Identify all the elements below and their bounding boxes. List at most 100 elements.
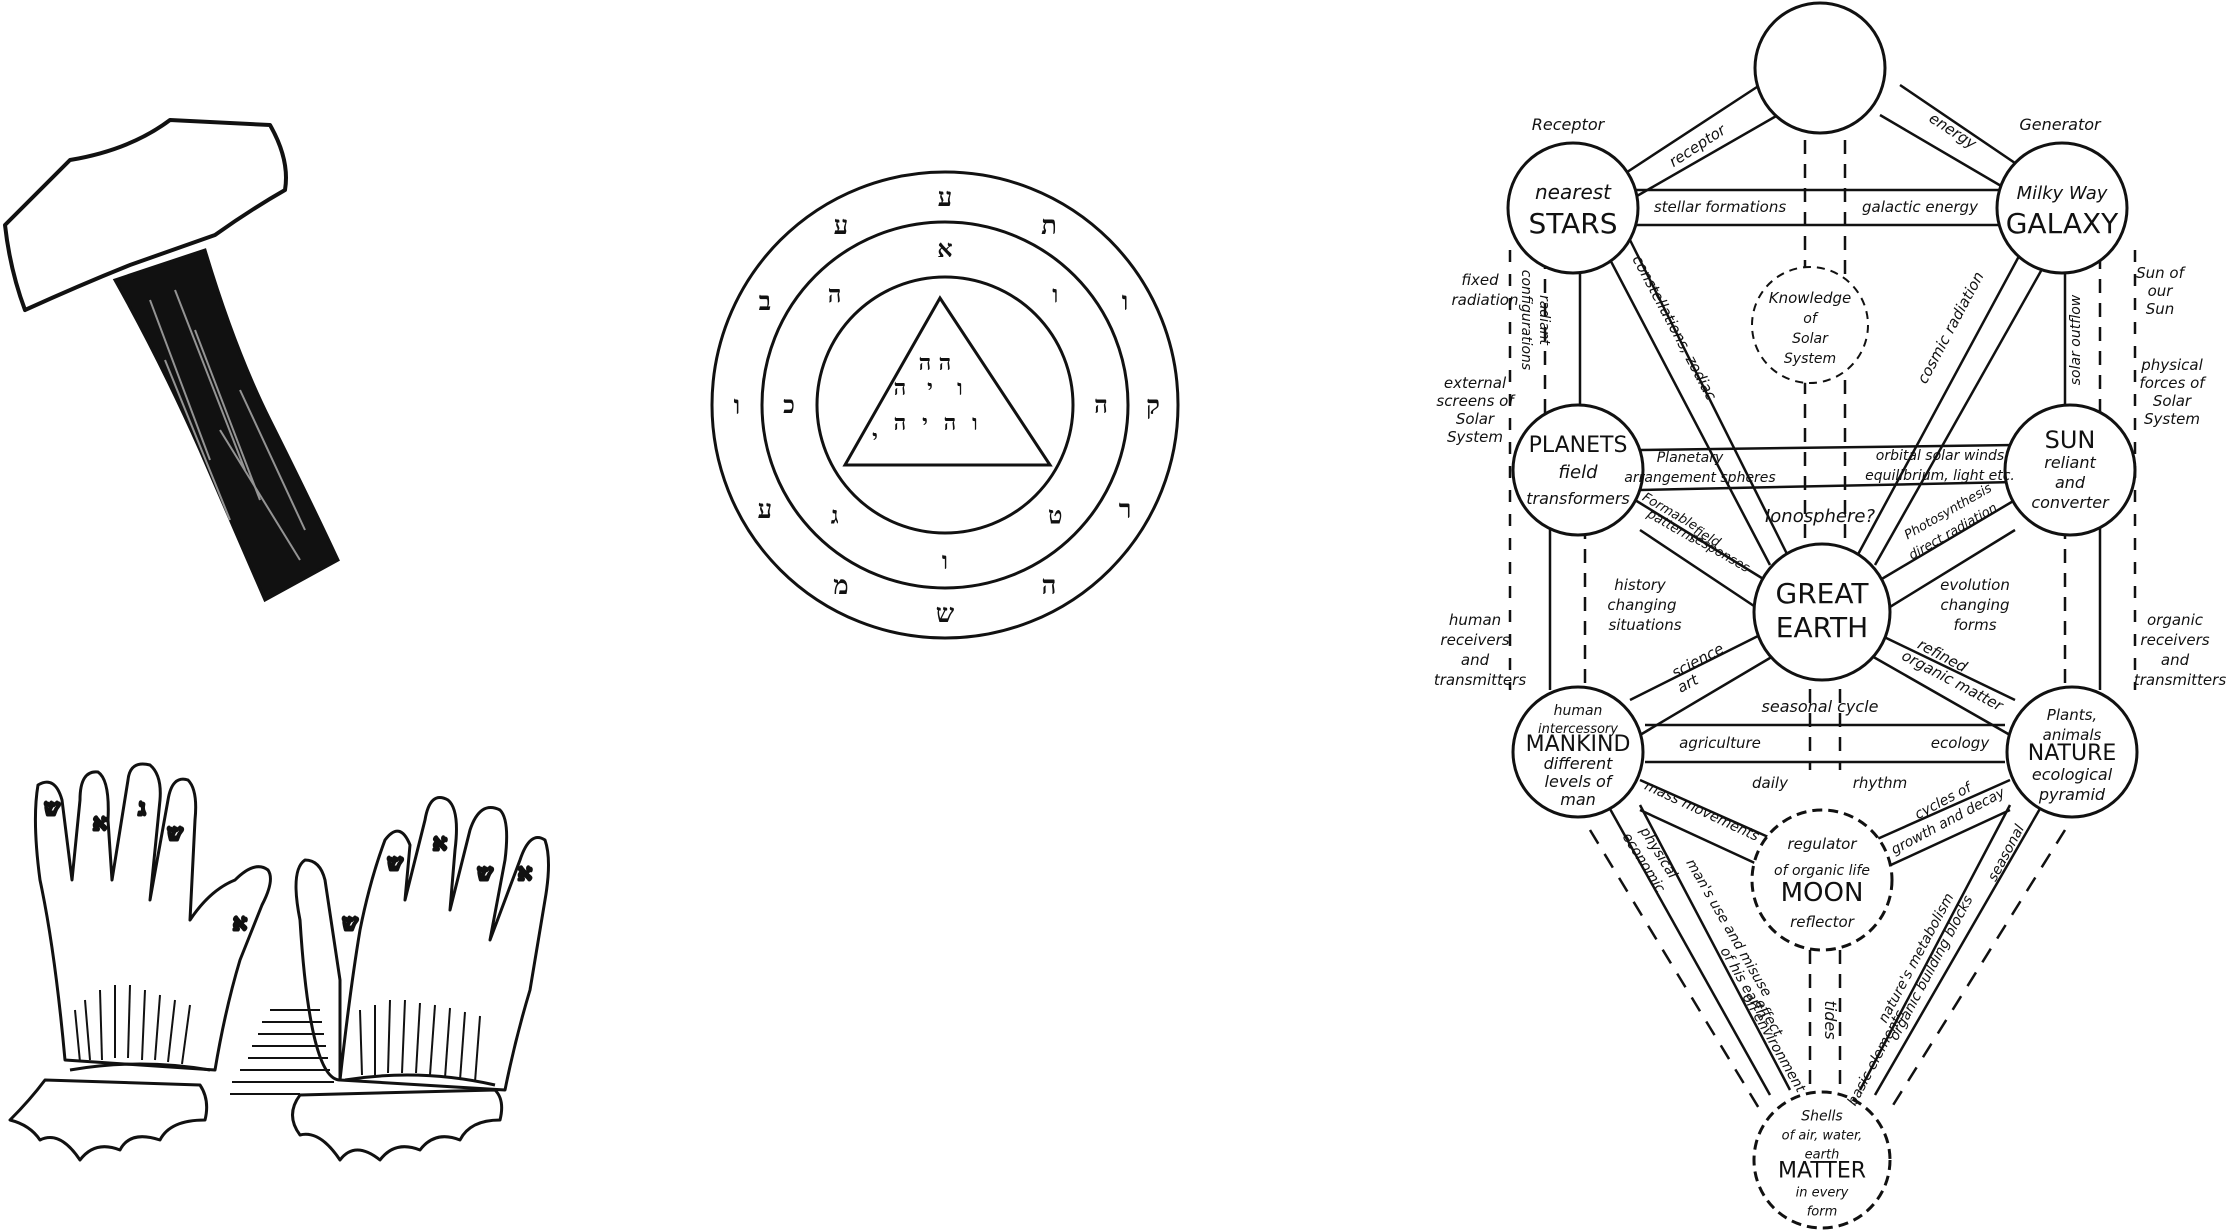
node-sun-text: reliant	[2044, 453, 2096, 472]
path-label: configurations	[1518, 270, 1534, 370]
path-label: orbital solar winds	[1876, 448, 2004, 464]
path-label: receivers	[1440, 631, 1509, 649]
hand-letter: א	[93, 810, 107, 836]
path-label: receivers	[2140, 631, 2209, 649]
hands-text-block	[230, 1009, 334, 1095]
path-label: history	[1614, 576, 1667, 594]
seal-inner-letter: ה	[828, 280, 842, 309]
seal-outer-letter: ע	[938, 183, 953, 213]
seal-inner-letter: ו	[942, 546, 948, 575]
seal-outer-letter: ת	[1041, 211, 1057, 241]
path-label: and	[2161, 651, 2190, 669]
seal-triangle-letter: י	[922, 410, 928, 436]
hand-letter: ש	[387, 850, 403, 876]
node-moon-text: reflector	[1790, 913, 1855, 931]
path-label: cosmic radiation	[1914, 269, 1988, 387]
path-label: Solar	[2153, 392, 2192, 410]
node-mankind-text: human	[1554, 703, 1603, 719]
path-label: fixed	[1461, 271, 1499, 289]
path-label: equilibrium, light etc.	[1865, 468, 2015, 484]
seal-triangle-letter: ה	[894, 375, 907, 401]
path-label: daily	[1752, 774, 1789, 792]
node-earth-text: EARTH	[1776, 611, 1868, 644]
node-solar-system	[1751, 266, 1869, 384]
hammer-icon	[3, 118, 340, 603]
node-sun-text: and	[2055, 473, 2086, 492]
node-nature-text: Plants,	[2047, 706, 2097, 724]
path-label: solar outflow	[2068, 294, 2084, 385]
hand-letter: ש	[342, 910, 358, 936]
seal-outer-letter: ו	[734, 391, 741, 421]
node-galaxy-text: Milky Way	[2017, 183, 2108, 204]
path-label: Sun of	[2136, 264, 2186, 282]
seal-outer-letter: ב	[759, 287, 772, 317]
path-label: external	[1444, 374, 1507, 392]
seal-inner-letter: א	[937, 234, 952, 263]
path-label: System	[1447, 428, 1503, 446]
path-label: seasonal	[1985, 822, 2028, 884]
node-moon-text: MOON	[1781, 878, 1864, 908]
path-label: our	[2148, 282, 2174, 300]
right-hand	[291, 796, 550, 1162]
node-galaxy	[1995, 141, 2129, 275]
path-label: Solar	[1456, 410, 1495, 428]
seal-outer-letter: ע	[758, 495, 773, 525]
node-top	[1753, 1, 1887, 135]
seal-triangle-letter: ה	[919, 350, 932, 376]
node-mankind-text: intercessory	[1538, 722, 1618, 737]
path-label: transmitters	[1434, 671, 1526, 689]
node-matter-text: MATTER	[1778, 1159, 1866, 1184]
path-label: stellar formations	[1654, 198, 1787, 216]
node-moon-text: regulator	[1787, 835, 1857, 853]
path-label: forces of	[2139, 374, 2207, 392]
seal-outer-letter: מ	[833, 571, 848, 601]
node-matter-text: form	[1807, 1205, 1838, 1220]
path-label: Sun	[2146, 300, 2175, 318]
path-label: rhythm	[1853, 774, 1908, 792]
node-earth-text: GREAT	[1776, 577, 1870, 610]
node-solar-system-text: of	[1803, 311, 1819, 327]
hand-letter: א	[433, 830, 447, 856]
node-mankind-text: different	[1544, 754, 1614, 773]
node-nature	[2005, 685, 2139, 819]
path-label: changing	[1940, 596, 2009, 614]
path-label: science	[1669, 639, 1727, 681]
seal-middle-circle	[760, 220, 1130, 590]
node-mankind	[1511, 685, 1645, 819]
path-label: System	[2144, 410, 2200, 428]
path-label: arrangement spheres	[1624, 470, 1775, 486]
seal-triangle-letter: י	[872, 425, 878, 451]
node-moon	[1750, 808, 1894, 952]
seal-triangle-letter: ה	[939, 350, 952, 376]
path-label: galactic energy	[1862, 198, 1979, 216]
seal-inner-letter: כ	[783, 390, 795, 419]
path-label: changing	[1607, 596, 1676, 614]
hand-letter: א	[233, 910, 247, 936]
path-label: and	[1461, 651, 1490, 669]
path-label: physical	[2140, 356, 2203, 374]
node-stars-text: nearest	[1535, 180, 1612, 204]
seal-triangle	[842, 295, 1053, 467]
path-label: radiant	[1536, 295, 1552, 346]
node-matter-text: earth	[1805, 1148, 1840, 1163]
path-label: on environment	[1739, 991, 1809, 1096]
hand-letter: ש	[44, 795, 60, 821]
path-label: agriculture	[1679, 734, 1761, 752]
hammer-head	[3, 118, 288, 312]
seal-triangle-letter: ה	[894, 410, 907, 436]
path-label: screens of	[1436, 392, 1516, 410]
path-label: forms	[1953, 616, 1996, 634]
node-matter-text: Shells	[1801, 1109, 1842, 1125]
receptor-label: Receptor	[1532, 115, 1606, 134]
node-planets-text: PLANETS	[1529, 433, 1628, 458]
node-mankind-text: levels of	[1545, 772, 1614, 791]
left-hand	[8, 762, 272, 1162]
node-stars-text: STARS	[1528, 207, 1617, 240]
node-matter-text: of air, water,	[1782, 1129, 1863, 1144]
seal-outer-letter: ש	[936, 599, 955, 629]
hand-letter: א	[518, 860, 532, 886]
seal-outer-letter: ע	[834, 211, 849, 241]
